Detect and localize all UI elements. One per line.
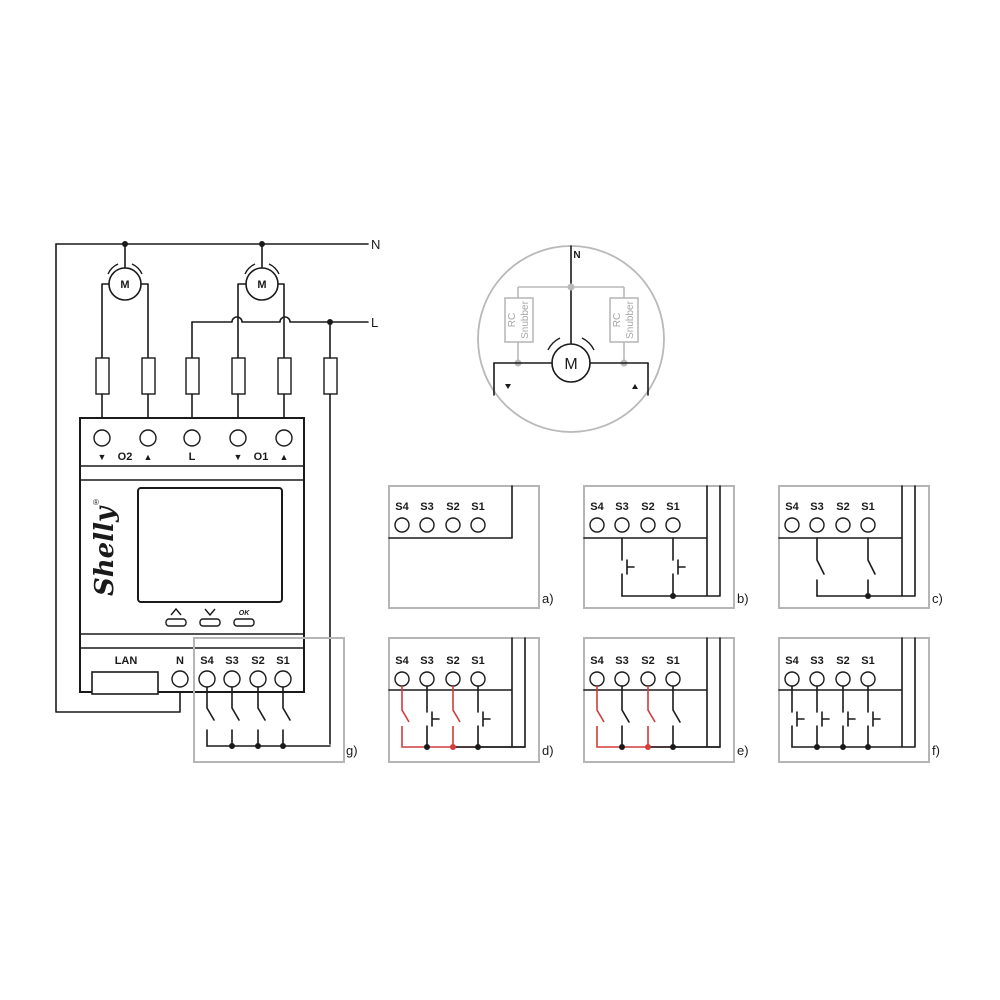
snubber-left-rc: RC bbox=[507, 313, 518, 327]
config-box-g bbox=[193, 637, 345, 763]
terminal-l-label: L bbox=[189, 451, 196, 463]
down-button[interactable] bbox=[199, 618, 221, 627]
bottom-s3-label: S3 bbox=[225, 655, 238, 667]
panel-d: S4 S3 S2 S1 d) bbox=[388, 637, 554, 763]
motor-o1-label: M bbox=[257, 279, 266, 291]
panel-e-s3: S3 bbox=[615, 655, 628, 667]
terminal-o2-label: O2 bbox=[118, 451, 133, 463]
panel-f-s4: S4 bbox=[785, 655, 799, 667]
panel-d-s3: S3 bbox=[420, 655, 433, 667]
terminal-o1-label: O1 bbox=[254, 451, 269, 463]
main-wiring-diagram: N L M M bbox=[55, 237, 380, 763]
terminal-o1-down: ▼ bbox=[234, 452, 243, 462]
panel-e-label: e) bbox=[737, 743, 749, 758]
panel-a-label: a) bbox=[542, 591, 554, 606]
live-line-label: L bbox=[371, 315, 378, 330]
panel-a-s2: S2 bbox=[446, 501, 459, 513]
terminal-o2-up: ▲ bbox=[144, 452, 153, 462]
panel-e-s4: S4 bbox=[590, 655, 604, 667]
panel-e-s1: S1 bbox=[666, 655, 679, 667]
panel-b-s3: S3 bbox=[615, 501, 628, 513]
shelly-logo: Shelly bbox=[90, 505, 120, 596]
neutral-line-label: N bbox=[371, 237, 380, 252]
panel-f-s1: S1 bbox=[861, 655, 874, 667]
motor-o2-label: M bbox=[120, 279, 129, 291]
panel-c-s1: S1 bbox=[861, 501, 874, 513]
panel-d-label: d) bbox=[542, 743, 554, 758]
ok-button[interactable] bbox=[233, 618, 255, 627]
inset-neutral-label: N bbox=[573, 250, 580, 261]
chevron-up-icon bbox=[170, 607, 182, 616]
motor-o1: M bbox=[237, 243, 285, 359]
panel-a-s3: S3 bbox=[420, 501, 433, 513]
bottom-s4-label: S4 bbox=[200, 655, 214, 667]
up-button[interactable] bbox=[165, 618, 187, 627]
config-label-g: g) bbox=[346, 743, 358, 758]
panel-e-s2: S2 bbox=[641, 655, 654, 667]
panel-a: S4 S3 S2 S1 a) bbox=[388, 485, 554, 609]
panel-b-s4: S4 bbox=[590, 501, 604, 513]
panel-a-s1: S1 bbox=[471, 501, 484, 513]
panel-c-label: c) bbox=[932, 591, 943, 606]
panel-c-s4: S4 bbox=[785, 501, 799, 513]
panel-b: S4 S3 S2 S1 b) bbox=[583, 485, 749, 609]
panel-c: S4 S3 S2 S1 c) bbox=[778, 485, 943, 609]
panel-c-s3: S3 bbox=[810, 501, 823, 513]
bottom-s2-label: S2 bbox=[251, 655, 264, 667]
fuses bbox=[95, 321, 338, 745]
chevron-down-icon bbox=[204, 608, 216, 617]
panel-a-s4: S4 bbox=[395, 501, 409, 513]
registered-mark: ® bbox=[93, 498, 99, 507]
panel-b-s2: S2 bbox=[641, 501, 654, 513]
snubber-left-text: Snubber bbox=[520, 300, 531, 338]
panel-d-s2: S2 bbox=[446, 655, 459, 667]
bottom-s1-label: S1 bbox=[276, 655, 289, 667]
motor-inset: N RC Snubber RC Snubber M bbox=[477, 245, 665, 433]
lan-label: LAN bbox=[115, 655, 138, 667]
terminal-o1-up: ▲ bbox=[280, 452, 289, 462]
shelly-device: ▼ O2 ▲ L ▼ O1 ▲ Shelly ® OK LAN N S4 S3 bbox=[79, 417, 305, 695]
lan-port[interactable] bbox=[91, 671, 159, 695]
panel-e: S4 S3 S2 S1 e) bbox=[583, 637, 749, 763]
snubber-right-rc: RC bbox=[612, 313, 623, 327]
panel-d-s1: S1 bbox=[471, 655, 484, 667]
switches-g bbox=[206, 686, 331, 749]
panel-f-s3: S3 bbox=[810, 655, 823, 667]
panel-f-label: f) bbox=[932, 743, 940, 758]
panel-f: S4 S3 S2 S1 f) bbox=[778, 637, 940, 763]
panel-f-s2: S2 bbox=[836, 655, 849, 667]
ok-button-label: OK bbox=[239, 610, 250, 617]
motor-o2: M bbox=[101, 243, 149, 359]
device-display bbox=[137, 487, 283, 603]
panel-d-s4: S4 bbox=[395, 655, 409, 667]
panel-b-label: b) bbox=[737, 591, 749, 606]
panel-b-s1: S1 bbox=[666, 501, 679, 513]
snubber-right-text: Snubber bbox=[625, 300, 636, 338]
inset-motor-label: M bbox=[564, 356, 577, 373]
bottom-n-label: N bbox=[176, 655, 184, 667]
panel-c-s2: S2 bbox=[836, 501, 849, 513]
terminal-o2-down: ▼ bbox=[98, 452, 107, 462]
